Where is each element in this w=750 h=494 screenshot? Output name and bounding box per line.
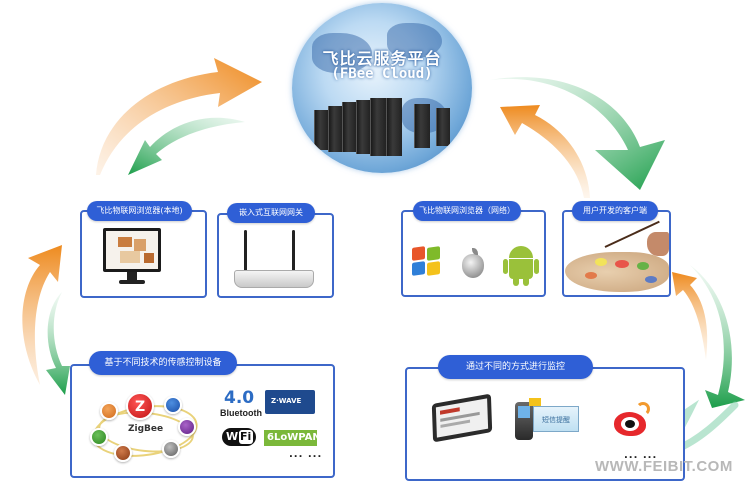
arrow-orange-left-up xyxy=(22,245,62,385)
arrow-green-to-client xyxy=(490,77,665,190)
label-custom-client: 用户开发的客户端 xyxy=(572,201,658,221)
bluetooth-logo: 4.0 Bluetooth xyxy=(220,388,262,418)
label-web-browser: 飞比物联网浏览器（网络） xyxy=(413,201,521,221)
router-icon xyxy=(232,230,317,290)
6lowpan-logo: 6LoWPAN xyxy=(264,430,321,446)
apple-icon xyxy=(460,248,486,278)
zwave-logo: Z·WAVE xyxy=(265,390,315,414)
monitor-icon xyxy=(103,228,161,288)
arrow-green-from-cloud xyxy=(128,117,245,175)
cloud-subtitle: (FBee Cloud) xyxy=(331,66,433,82)
cloud-title: 飞比云服务平台 xyxy=(322,49,442,68)
arrow-orange-from-client xyxy=(500,105,590,198)
windows-icon xyxy=(410,245,450,281)
watermark: WWW.FEIBIT.COM xyxy=(595,458,733,475)
zigbee-network-icon: Z ZigBee xyxy=(86,392,204,468)
arrow-green-left-down xyxy=(46,292,70,395)
more-methods: ... ... xyxy=(624,450,658,461)
more-technologies: ... ... xyxy=(289,449,323,460)
label-sensor-devices: 基于不同技术的传感控制设备 xyxy=(89,351,237,375)
arrow-green-right-down xyxy=(690,265,745,408)
server-rack-icon xyxy=(314,98,459,158)
arrow-orange-to-cloud xyxy=(96,58,262,175)
arrow-orange-right-up xyxy=(672,272,708,360)
label-gateway: 嵌入式互联网网关 xyxy=(227,203,315,223)
android-icon xyxy=(503,246,539,286)
sms-alert-icon: 短信提醒 xyxy=(515,398,585,443)
sms-text: 短信提醒 xyxy=(542,416,570,424)
label-local-browser: 飞比物联网浏览器(本地) xyxy=(87,201,192,221)
weibo-icon xyxy=(612,400,654,440)
cloud-platform-globe: 飞比云服务平台 (FBee Cloud) xyxy=(292,3,472,173)
label-monitoring: 通过不同的方式进行监控 xyxy=(438,355,593,379)
paint-palette-icon xyxy=(565,220,669,294)
panel-sensor-devices xyxy=(70,364,335,478)
wifi-logo: Wi Fi xyxy=(222,428,256,446)
tablet-icon xyxy=(428,393,498,445)
zigbee-label: ZigBee xyxy=(128,424,164,434)
